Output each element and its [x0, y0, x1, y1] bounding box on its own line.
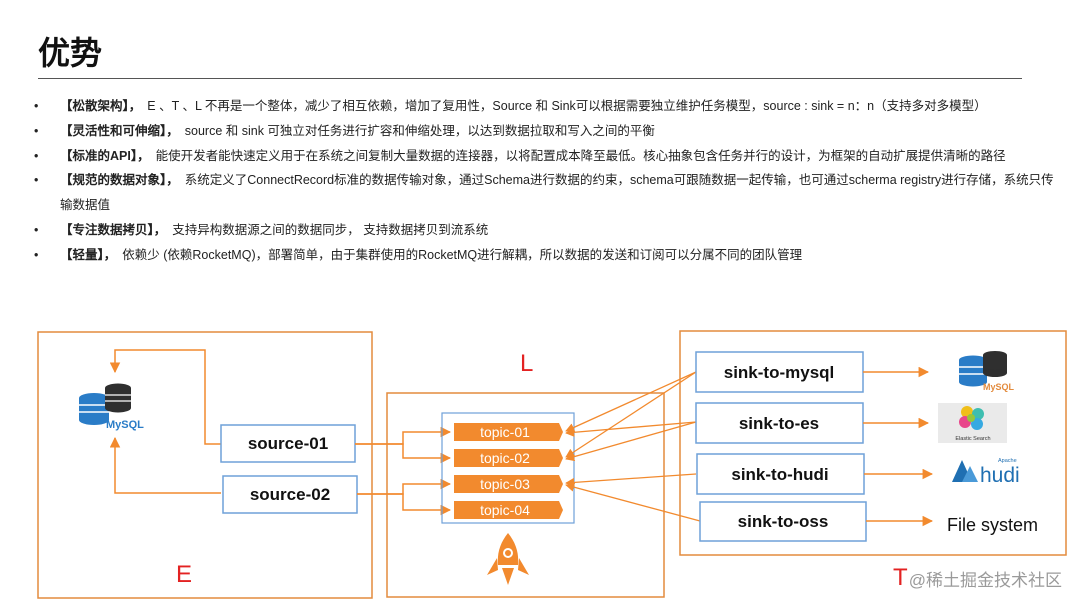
advantage-heading: 【规范的数据对象】， [60, 173, 179, 188]
bullet-marker: • [34, 247, 39, 262]
sink-to-oss-label: sink-to-oss [738, 512, 829, 531]
sink-oss-to-topic-03-arrow [565, 482, 701, 522]
sink-hudi-to-topic-03-arrow [565, 473, 697, 487]
file-system-label: File system [947, 515, 1038, 535]
advantage-heading: 【专注数据拷贝】， [60, 222, 167, 237]
bullet-marker: • [34, 123, 39, 138]
source-02-label: source-02 [250, 485, 330, 504]
mysql-source-logo-text: MySQL [106, 419, 144, 431]
load-stage-box [679, 330, 1067, 556]
advantage-text: 系统定义了ConnectRecord标准的数据传输对象，通过Schema进行数据… [60, 173, 1054, 213]
source-01-label: source-01 [248, 434, 328, 453]
extract-stage-box [37, 331, 373, 599]
source-02-to-topic-03-arrow [357, 478, 452, 495]
mysql-target-icon [959, 351, 1007, 387]
watermark: @稀土掘金技术社区 [908, 571, 1062, 590]
hudi-icon [952, 460, 978, 482]
extract-letter: E [176, 561, 192, 588]
load-letter: L [520, 350, 533, 377]
sink-to-es-node [695, 402, 864, 444]
bullet-marker: • [34, 173, 39, 188]
sink-es-to-topic-02-arrow [565, 421, 697, 462]
advantage-heading: 【标准的API】， [60, 148, 150, 163]
topic-01-node: topic-01 [454, 423, 563, 441]
elastic-search-icon [938, 403, 1007, 443]
advantage-item: • 【轻量】， 依赖少 (依赖RocketMQ)，部署简单，由于集群使用的Rock… [34, 243, 1054, 268]
topic-01-label: topic-01 [480, 424, 530, 440]
sink-mysql-to-topic-02-arrow [565, 371, 697, 458]
sink-es-to-topic-01-arrow [565, 421, 697, 437]
advantage-text: 依赖少 (依赖RocketMQ)，部署简单，由于集群使用的RocketMQ进行解… [122, 247, 803, 262]
advantage-item: • 【灵活性和可伸缩】， source 和 sink 可独立对任务进行扩容和伸缩处… [34, 119, 1054, 144]
source-02-node [222, 475, 358, 514]
rocket-icon [487, 533, 529, 585]
hudi-logo-text: hudi [980, 464, 1020, 487]
advantage-item: • 【专注数据拷贝】， 支持异构数据源之间的数据同步， 支持数据拷贝到流系统 [34, 218, 1054, 243]
title-divider [38, 78, 1022, 79]
source-01-to-topic-01-arrow [355, 426, 452, 445]
page-title: 优势 [38, 35, 103, 71]
advantage-text: 支持异构数据源之间的数据同步， 支持数据拷贝到流系统 [172, 222, 489, 237]
advantage-item: • 【标准的API】， 能使开发者能快速定义用于在系统之间复制大量数据的连接器，以… [34, 144, 1054, 169]
sink-to-es-label: sink-to-es [739, 414, 819, 433]
mysql-target-logo-text: MySQL [983, 382, 1015, 392]
source-02-feedback-arrow [109, 436, 221, 494]
bullet-marker: • [34, 222, 39, 237]
advantage-heading: 【松散架构】， [60, 99, 142, 113]
bullet-marker: • [34, 148, 39, 163]
sink-to-mysql-node [695, 351, 864, 393]
mysql-source-icon [79, 383, 131, 425]
topic-04-node: topic-04 [454, 501, 563, 519]
source-01-to-topic-02-arrow [355, 443, 452, 464]
advantage-heading: 【轻量】， [60, 247, 117, 262]
topic-container [441, 412, 575, 524]
advantages-list: • 【松散架构】， E 、T 、L 不再是一个整体，减少了相互依赖，增加了复用性，… [34, 94, 1054, 268]
sink-mysql-to-topic-01-arrow [565, 371, 697, 432]
advantage-text: source 和 sink 可独立对任务进行扩容和伸缩处理，以达到数据拉取和写入… [184, 123, 655, 138]
source-02-to-topic-04-arrow [357, 493, 452, 516]
bullet-marker: • [34, 99, 39, 113]
sink-to-hudi-node [696, 453, 865, 495]
topic-02-node: topic-02 [454, 449, 563, 467]
topic-03-label: topic-03 [480, 476, 530, 492]
topic-04-label: topic-04 [480, 502, 530, 518]
sink-to-mysql-label: sink-to-mysql [724, 363, 835, 382]
advantage-item: • 【松散架构】， E 、T 、L 不再是一个整体，减少了相互依赖，增加了复用性，… [34, 94, 1054, 119]
elastic-search-logo-text: Elastic Search [955, 436, 990, 442]
advantage-text: E 、T 、L 不再是一个整体，减少了相互依赖，增加了复用性，Source 和 … [147, 99, 987, 113]
advantage-heading: 【灵活性和可伸缩】， [60, 123, 179, 138]
transform-letter: T [893, 564, 908, 591]
topic-03-node: topic-03 [454, 475, 563, 493]
topic-02-label: topic-02 [480, 450, 530, 466]
transform-stage-box [386, 392, 665, 598]
advantage-text: 能使开发者能快速定义用于在系统之间复制大量数据的连接器，以将配置成本降至最低。核… [155, 148, 1006, 163]
source-01-feedback-arrow [109, 349, 221, 445]
hudi-apache-text: Apache [998, 458, 1017, 464]
advantage-item: • 【规范的数据对象】，系统定义了ConnectRecord标准的数据传输对象，… [34, 168, 1054, 218]
sink-to-oss-node [699, 501, 867, 542]
sink-to-hudi-label: sink-to-hudi [731, 465, 828, 484]
